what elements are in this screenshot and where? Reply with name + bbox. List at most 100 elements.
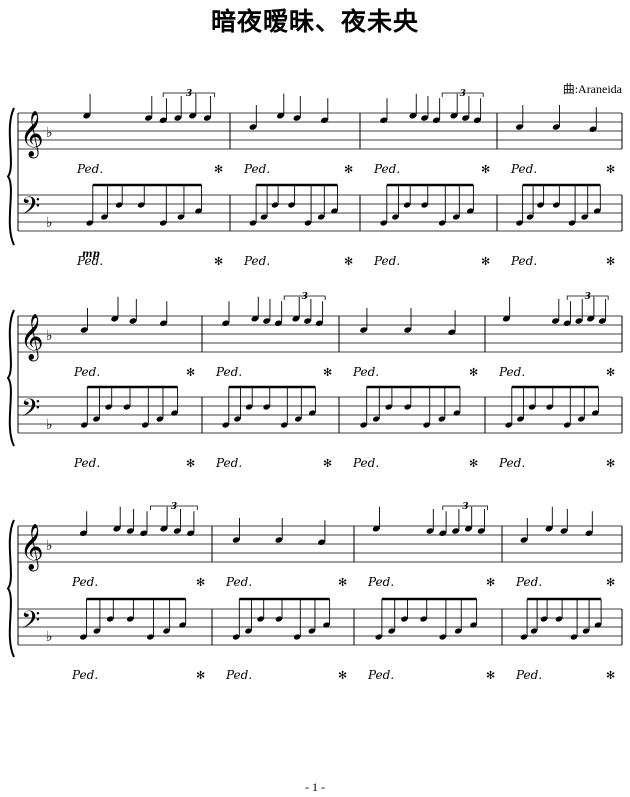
- pedal-release-icon: ✻: [214, 163, 223, 176]
- note-head: [453, 410, 461, 416]
- note-head: [477, 528, 485, 534]
- note-head: [177, 214, 185, 220]
- pedal-down-marking: Ped.: [71, 575, 98, 589]
- note-head: [502, 316, 510, 322]
- note-head: [372, 416, 380, 422]
- pedal-down-marking: Ped.: [243, 254, 270, 268]
- note-head: [452, 528, 460, 534]
- pedal-down-marking: Ped.: [373, 162, 400, 176]
- tuplet-bracket: [150, 505, 198, 510]
- note-head: [426, 528, 434, 534]
- pedal-release-icon: ✻: [344, 163, 353, 176]
- pedal-down-marking: Ped.: [73, 456, 100, 470]
- note-head: [294, 416, 302, 422]
- pedal-release-icon: ✻: [344, 255, 353, 268]
- note-head: [530, 628, 538, 634]
- pedal-release-icon: ✻: [606, 669, 615, 682]
- note-head: [454, 628, 462, 634]
- note-head: [317, 214, 325, 220]
- pedal-release-icon: ✻: [469, 457, 478, 470]
- note-head: [591, 410, 599, 416]
- note-head: [552, 124, 560, 130]
- note-head: [581, 214, 588, 220]
- note-head: [292, 316, 300, 322]
- pedal-release-icon: ✻: [481, 255, 490, 268]
- note-head: [80, 327, 88, 333]
- page-number: - 1 -: [305, 780, 325, 794]
- system-2: 𝄞𝄢♭♭Ped.✻Ped.✻3Ped.✻Ped.✻Ped.✻Ped.✻3Ped.…: [6, 292, 623, 470]
- note-head: [421, 115, 429, 121]
- pedal-release-icon: ✻: [338, 669, 347, 682]
- pedal-down-marking: Ped.: [510, 254, 537, 268]
- note-head: [245, 628, 252, 634]
- system-1: 𝄞𝄢♭♭3Ped.✻Ped.✻Ped.✻Ped.✻3Ped.✻Ped.✻Ped.…: [6, 89, 623, 268]
- system-3: 𝄞𝄢♭♭3Ped.✻Ped.✻Ped.✻Ped.✻3Ped.✻Ped.✻Ped.…: [6, 502, 623, 682]
- tuplet-number: 3: [462, 502, 468, 512]
- pedal-down-marking: Ped.: [515, 668, 542, 682]
- note-head: [331, 208, 338, 214]
- bass-clef-icon: 𝄢: [21, 394, 40, 429]
- pedal-down-marking: Ped.: [373, 254, 400, 268]
- note-head: [594, 622, 602, 628]
- pedal-release-icon: ✻: [606, 366, 615, 379]
- note-head: [203, 115, 211, 121]
- treble-clef-icon: 𝄞: [20, 524, 44, 572]
- tuplet-number: 3: [460, 89, 466, 99]
- note-head: [372, 526, 380, 532]
- pedal-release-icon: ✻: [606, 163, 615, 176]
- pedal-down-marking: Ped.: [498, 456, 525, 470]
- pedal-down-marking: Ped.: [367, 668, 394, 682]
- note-head: [577, 416, 585, 422]
- note-head: [171, 410, 178, 416]
- tuplet-bracket: [162, 92, 216, 97]
- treble-staff: [18, 525, 622, 563]
- note-head: [163, 628, 170, 634]
- pedal-down-marking: Ped.: [73, 365, 100, 379]
- tuplet-bracket: [442, 505, 488, 510]
- note-head: [195, 208, 202, 214]
- pedal-release-icon: ✻: [606, 576, 615, 589]
- note-head: [438, 416, 446, 422]
- pedal-down-marking: Ped.: [515, 575, 542, 589]
- note-head: [404, 327, 412, 333]
- tuplet-number: 3: [585, 292, 591, 302]
- note-head: [360, 327, 368, 333]
- pedal-release-icon: ✻: [323, 457, 332, 470]
- note-head: [179, 622, 186, 628]
- note-head: [392, 214, 399, 220]
- note-head: [93, 416, 100, 422]
- pedal-down-marking: Ped.: [367, 575, 394, 589]
- note-head: [516, 124, 523, 130]
- note-head: [582, 628, 590, 634]
- treble-staff: [18, 315, 622, 353]
- note-head: [517, 416, 524, 422]
- bass-staff: [18, 396, 622, 434]
- key-signature-flat-icon: ♭: [46, 125, 53, 141]
- note-head: [263, 318, 271, 324]
- pedal-release-icon: ✻: [606, 457, 615, 470]
- note-head: [560, 528, 568, 534]
- pedal-down-marking: Ped.: [215, 456, 242, 470]
- note-head: [452, 214, 460, 220]
- pedal-release-icon: ✻: [186, 457, 195, 470]
- pedal-release-icon: ✻: [486, 669, 495, 682]
- note-head: [156, 416, 164, 422]
- pedal-down-marking: Ped.: [225, 668, 252, 682]
- tuplet-bracket: [566, 295, 609, 300]
- note-head: [388, 628, 395, 634]
- note-head: [466, 208, 474, 214]
- note-head: [598, 318, 606, 324]
- note-head: [251, 316, 259, 322]
- pedal-release-icon: ✻: [323, 366, 332, 379]
- note-head: [174, 115, 182, 121]
- note-head: [526, 214, 534, 220]
- note-head: [232, 537, 240, 543]
- note-head: [111, 316, 119, 322]
- note-head: [160, 526, 168, 532]
- key-signature-flat-icon: ♭: [46, 215, 53, 231]
- note-head: [462, 115, 470, 121]
- composer-credit: 曲:Araneida: [562, 82, 622, 96]
- pedal-down-marking: Ped.: [71, 668, 98, 682]
- pedal-release-icon: ✻: [606, 255, 615, 268]
- key-signature-flat-icon: ♭: [46, 328, 53, 344]
